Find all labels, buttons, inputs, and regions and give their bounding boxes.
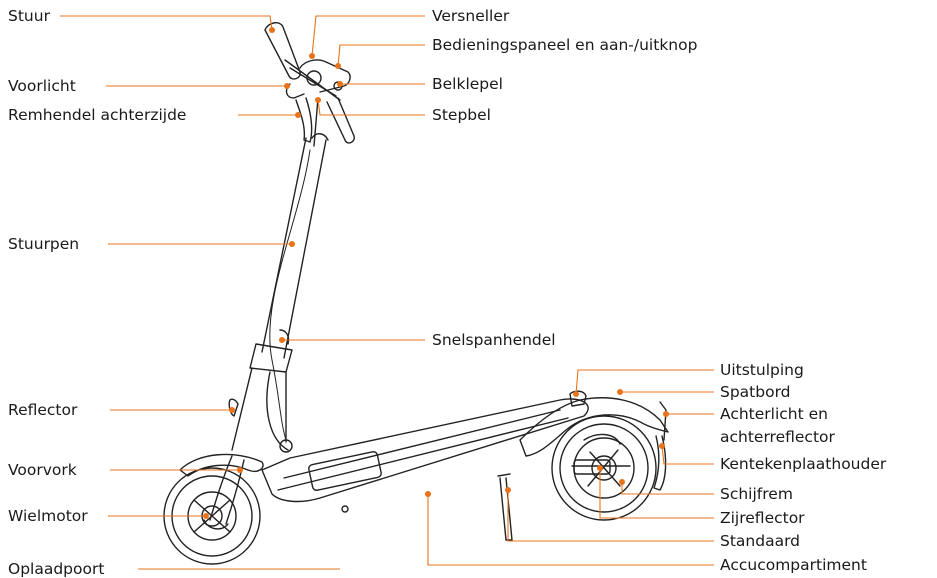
label-bedieningspaneel: Bedieningspaneel en aan-/uitknop <box>432 36 698 54</box>
leader-dots <box>203 27 669 519</box>
label-standaard: Standaard <box>720 532 801 550</box>
label-wielmotor: Wielmotor <box>8 507 88 525</box>
handlebar <box>264 22 355 147</box>
label-spatbord: Spatbord <box>720 383 791 401</box>
rear-wheel <box>551 415 657 521</box>
label-voorlicht: Voorlicht <box>8 77 76 95</box>
front-fork <box>179 453 264 530</box>
label-zijreflector: Zijreflector <box>720 509 805 527</box>
label-uitstulping: Uitstulping <box>720 361 804 379</box>
label-belklepel: Belklepel <box>432 75 503 93</box>
leader-lines <box>60 15 714 570</box>
kickstand <box>497 473 513 541</box>
label-stepbel: Stepbel <box>432 106 491 124</box>
label-achterlicht-2: achterreflector <box>720 428 835 446</box>
label-kentekenplaathouder: Kentekenplaathouder <box>720 455 887 473</box>
deck <box>261 398 589 513</box>
label-remhendel: Remhendel achterzijde <box>8 106 187 124</box>
label-achterlicht-1: Achterlicht en <box>720 405 828 423</box>
label-snelspanhendel: Snelspanhendel <box>432 331 556 349</box>
label-stuur: Stuur <box>8 7 50 25</box>
folding-joint <box>231 329 293 453</box>
label-reflector: Reflector <box>8 401 78 419</box>
stem <box>261 133 329 359</box>
label-voorvork: Voorvork <box>8 461 77 479</box>
rear-fender <box>519 390 669 491</box>
label-versneller: Versneller <box>432 7 510 25</box>
label-schijfrem: Schijfrem <box>720 485 793 503</box>
label-stuurpen: Stuurpen <box>8 235 80 253</box>
label-oplaadpoort: Oplaadpoort <box>8 560 105 578</box>
label-accucompartiment: Accucompartiment <box>720 556 867 574</box>
